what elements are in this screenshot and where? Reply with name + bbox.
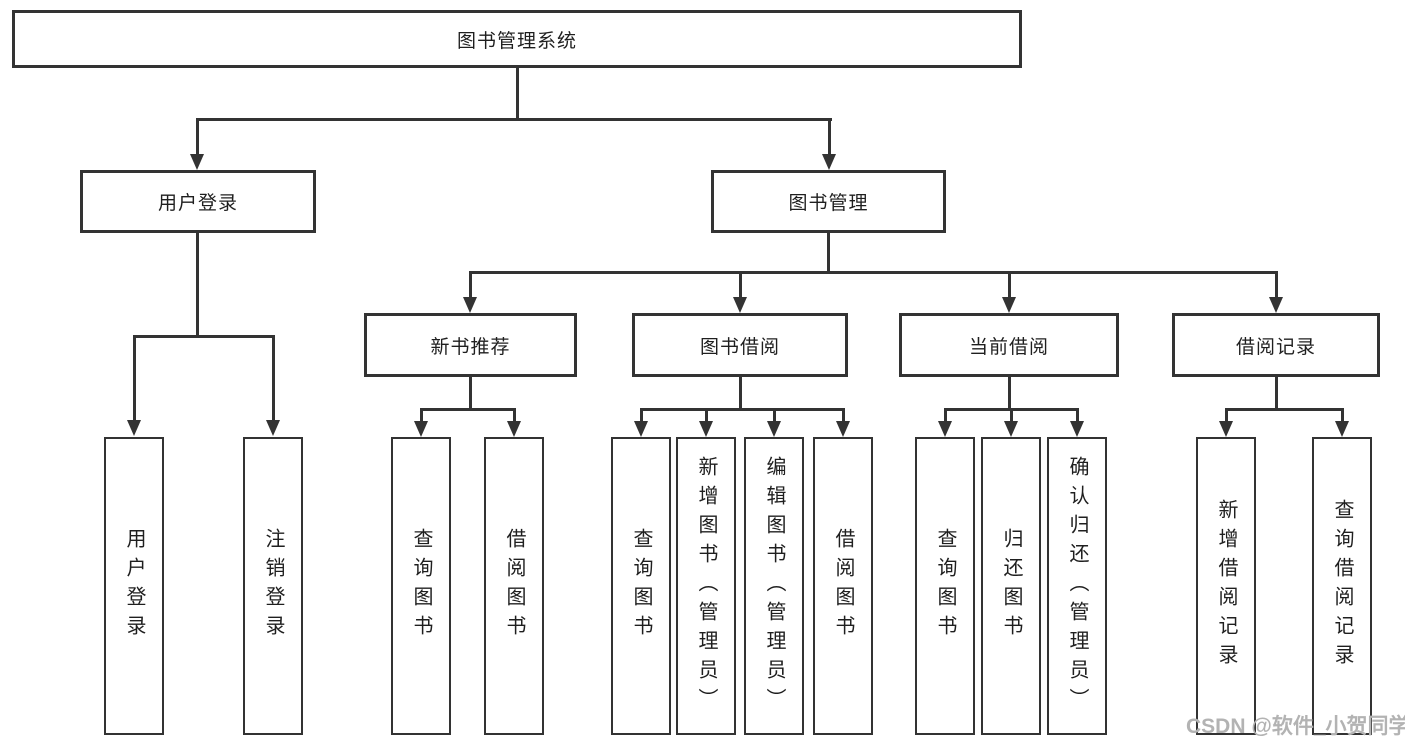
connector-line <box>1010 408 1013 422</box>
arrowhead-down-icon <box>699 421 713 437</box>
connector-line <box>944 408 947 422</box>
connector-line <box>828 118 831 156</box>
leaf-edit-book-admin: 编辑图书（管理员） <box>744 437 804 735</box>
connector-line <box>420 408 423 422</box>
connector-line <box>133 335 274 338</box>
connector-line <box>705 408 708 422</box>
watermark: CSDN @软件_小贺同学 <box>1186 715 1405 738</box>
connector-line <box>469 377 472 410</box>
connector-line <box>842 408 845 422</box>
connector-line <box>1225 408 1343 411</box>
connector-line <box>133 335 136 421</box>
leaf-add-borrow-record: 新增借阅记录 <box>1196 437 1256 735</box>
arrowhead-down-icon <box>1335 421 1349 437</box>
connector-line <box>516 68 519 118</box>
arrowhead-down-icon <box>1002 297 1016 313</box>
connector-line <box>1008 377 1011 410</box>
leaf-return-book: 归还图书 <box>981 437 1041 735</box>
arrowhead-down-icon <box>634 421 648 437</box>
connector-line <box>1225 408 1228 422</box>
node-borrow-records: 借阅记录 <box>1172 313 1380 377</box>
arrowhead-down-icon <box>507 421 521 437</box>
connector-line <box>640 408 643 422</box>
connector-line <box>773 408 776 422</box>
leaf-add-book-admin: 新增图书（管理员） <box>676 437 736 735</box>
arrowhead-down-icon <box>836 421 850 437</box>
leaf-logout: 注销登录 <box>243 437 303 735</box>
leaf-user-login: 用户登录 <box>104 437 164 735</box>
arrowhead-down-icon <box>190 154 204 170</box>
node-root: 图书管理系统 <box>12 10 1022 68</box>
connector-line <box>1076 408 1079 422</box>
connector-line <box>196 118 832 121</box>
connector-line <box>272 335 275 421</box>
connector-line <box>739 271 742 299</box>
node-current-borrow: 当前借阅 <box>899 313 1119 377</box>
arrowhead-down-icon <box>733 297 747 313</box>
arrowhead-down-icon <box>938 421 952 437</box>
connector-line <box>739 377 742 410</box>
arrowhead-down-icon <box>414 421 428 437</box>
connector-line <box>420 408 516 411</box>
connector-line <box>640 408 844 411</box>
leaf-query-borrow-record: 查询借阅记录 <box>1312 437 1372 735</box>
connector-line <box>1275 271 1278 299</box>
connector-line <box>1275 377 1278 410</box>
arrowhead-down-icon <box>822 154 836 170</box>
connector-line <box>196 233 199 337</box>
arrowhead-down-icon <box>1004 421 1018 437</box>
connector-line <box>827 233 830 273</box>
arrowhead-down-icon <box>266 420 280 436</box>
node-user-login: 用户登录 <box>80 170 316 233</box>
arrowhead-down-icon <box>463 297 477 313</box>
connector-line <box>1341 408 1344 422</box>
node-book-management: 图书管理 <box>711 170 946 233</box>
arrowhead-down-icon <box>767 421 781 437</box>
arrowhead-down-icon <box>1269 297 1283 313</box>
connector-line <box>513 408 516 422</box>
arrowhead-down-icon <box>1219 421 1233 437</box>
leaf-borrow-books-recommend: 借阅图书 <box>484 437 544 735</box>
leaf-query-books-current: 查询图书 <box>915 437 975 735</box>
leaf-query-books-borrow: 查询图书 <box>611 437 671 735</box>
connector-line <box>196 118 199 156</box>
connector-line <box>469 271 472 299</box>
leaf-confirm-return-admin: 确认归还（管理员） <box>1047 437 1107 735</box>
arrowhead-down-icon <box>127 420 141 436</box>
connector-line <box>469 271 1278 274</box>
node-new-book-recommend: 新书推荐 <box>364 313 577 377</box>
arrowhead-down-icon <box>1070 421 1084 437</box>
connector-line <box>1008 271 1011 299</box>
leaf-borrow-books: 借阅图书 <box>813 437 873 735</box>
node-book-borrow: 图书借阅 <box>632 313 848 377</box>
leaf-query-books-recommend: 查询图书 <box>391 437 451 735</box>
